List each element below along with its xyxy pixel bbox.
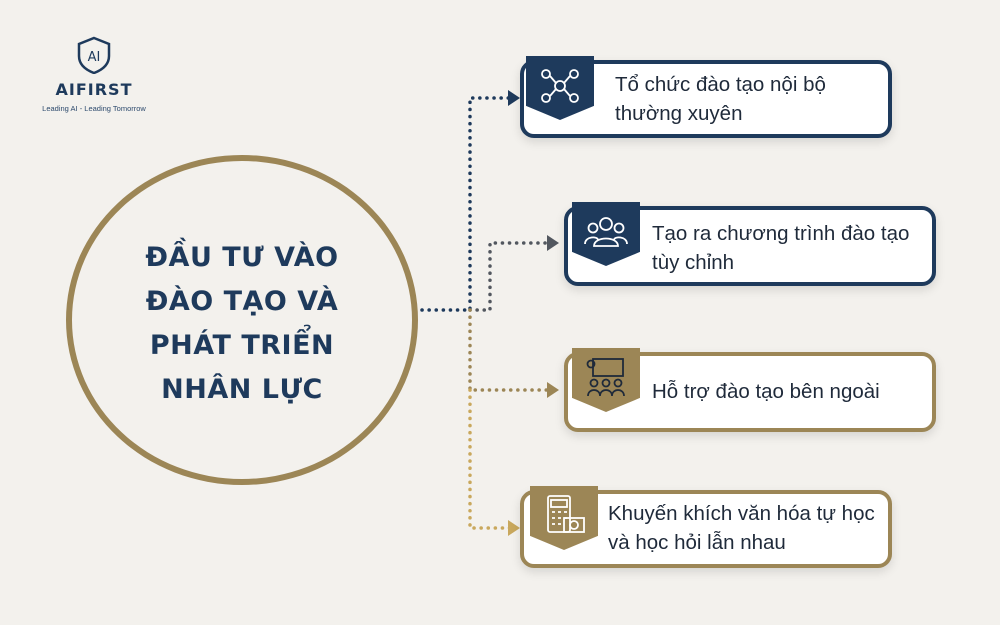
arrowhead-4 xyxy=(508,520,520,536)
network-people-icon xyxy=(541,69,579,103)
item-tag-2 xyxy=(572,202,640,266)
item-text-1: Tổ chức đào tạo nội bộ thường xuyên xyxy=(615,73,826,125)
brand-tagline: Leading AI - Leading Tomorrow xyxy=(42,104,146,113)
brand-name: AIFIRST xyxy=(55,80,133,99)
connector-4 xyxy=(468,388,512,530)
item-text-4: Khuyến khích văn hóa tự học và học hỏi l… xyxy=(608,502,875,554)
shield-logo-icon: AI xyxy=(77,36,111,74)
arrowhead-1 xyxy=(508,90,520,106)
connector-1 xyxy=(420,96,512,312)
presentation-class-icon xyxy=(586,358,625,397)
central-topic-title: ĐẦU TƯ VÀO ĐÀO TẠO VÀ PHÁT TRIỂN NHÂN LỰ… xyxy=(145,242,339,405)
item-tag-1 xyxy=(526,56,594,120)
central-topic-circle: ĐẦU TƯ VÀO ĐÀO TẠO VÀ PHÁT TRIỂN NHÂN LỰ… xyxy=(66,155,418,485)
arrowhead-3 xyxy=(547,382,559,398)
item-text-2: Tạo ra chương trình đào tạo tùy chỉnh xyxy=(652,222,910,274)
connector-3 xyxy=(468,308,550,392)
item-text-3: Hỗ trợ đào tạo bên ngoài xyxy=(652,380,880,403)
team-group-icon xyxy=(584,217,628,247)
logo-mark: AI xyxy=(88,50,101,65)
item-tag-4 xyxy=(530,486,598,550)
arrowhead-2 xyxy=(547,235,559,251)
calculator-money-icon xyxy=(547,495,585,533)
brand-logo: AI AIFIRST Leading AI - Leading Tomorrow xyxy=(34,36,154,113)
item-tag-3 xyxy=(572,348,640,412)
connector-2 xyxy=(468,241,550,312)
